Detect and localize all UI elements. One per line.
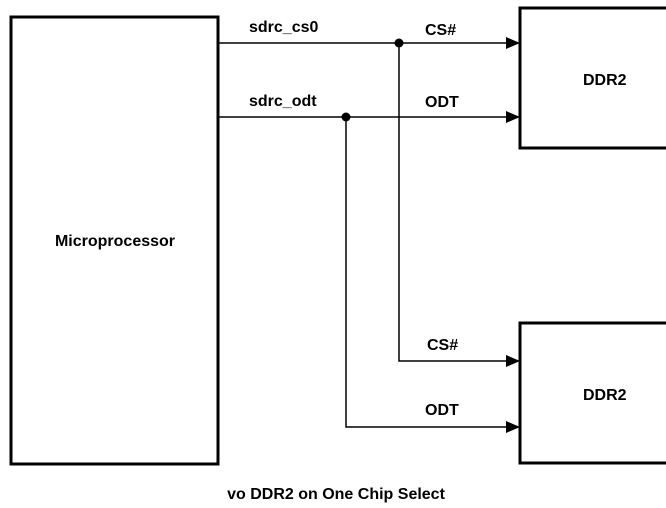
- ddr2-bottom-label: DDR2: [583, 387, 627, 404]
- sdrc-odt-label: sdrc_odt: [249, 93, 317, 110]
- bottom-cs-label: CS#: [427, 337, 458, 354]
- ddr2-top-label: DDR2: [583, 72, 627, 89]
- cs-branch-bottom: [398, 43, 509, 362]
- odt-branch-bottom: [345, 117, 509, 428]
- bottom-odt-label: ODT: [425, 402, 459, 419]
- odt-top-arrowhead: [506, 111, 520, 123]
- odt-junction-dot: [341, 112, 351, 122]
- cs-top-arrowhead: [506, 37, 520, 49]
- ddr2-top-block: [518, 6, 666, 150]
- top-odt-label: ODT: [425, 94, 459, 111]
- top-cs-label: CS#: [425, 22, 456, 39]
- figure-caption: vo DDR2 on One Chip Select: [227, 486, 445, 503]
- odt-bottom-arrowhead: [506, 421, 520, 433]
- cs-bottom-arrowhead: [506, 355, 520, 367]
- cs-junction-dot: [394, 38, 404, 48]
- ddr2-bottom-block: [518, 321, 666, 465]
- microprocessor-label: Microprocessor: [55, 233, 175, 250]
- sdrc-cs0-label: sdrc_cs0: [249, 19, 318, 36]
- microprocessor-block: [9, 15, 220, 466]
